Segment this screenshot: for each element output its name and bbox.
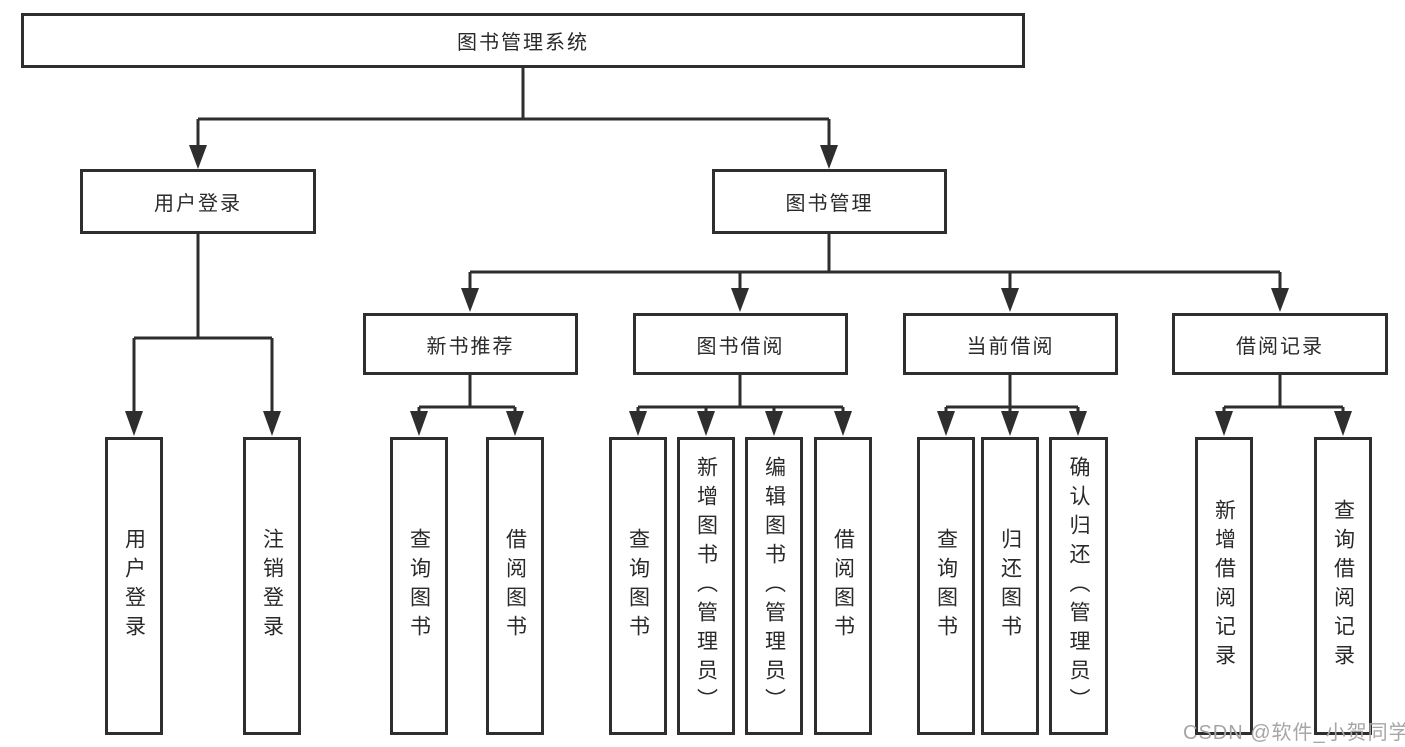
node-user-login-label: 用户登录 bbox=[154, 193, 242, 215]
leaf-query-books-current: 查询图书 bbox=[917, 437, 975, 735]
leaf-borrow-books-recommend-label: 借阅图书 bbox=[503, 528, 527, 644]
leaf-edit-books-admin-label: 编辑图书（管理员） bbox=[762, 455, 786, 717]
leaf-logout-label: 注销登录 bbox=[260, 528, 284, 644]
arrow-down-icon bbox=[697, 411, 715, 436]
node-book-management: 图书管理 bbox=[712, 169, 947, 234]
arrow-down-icon bbox=[1215, 411, 1233, 436]
arrow-down-icon bbox=[1334, 411, 1352, 436]
leaf-return-books: 归还图书 bbox=[981, 437, 1039, 735]
connector-new-book-recommend-to-leaves bbox=[410, 374, 524, 436]
arrow-down-icon bbox=[1001, 411, 1019, 436]
connector-current-borrow-to-leaves bbox=[937, 374, 1087, 436]
connector-user-login-to-leaves bbox=[125, 234, 281, 436]
node-book-management-label: 图书管理 bbox=[785, 193, 874, 215]
leaf-confirm-return-admin-label: 确认归还（管理员） bbox=[1067, 455, 1090, 717]
node-current-borrow-label: 当前借阅 bbox=[966, 335, 1055, 358]
leaf-borrow-books-recommend: 借阅图书 bbox=[486, 437, 544, 735]
arrow-down-icon bbox=[461, 288, 479, 312]
arrow-down-icon bbox=[189, 145, 207, 169]
leaf-query-books-current-label: 查询图书 bbox=[934, 528, 958, 644]
arrow-down-icon bbox=[834, 411, 852, 436]
node-book-borrow-label: 图书借阅 bbox=[696, 335, 785, 358]
connector-book-borrow-to-leaves bbox=[629, 374, 852, 436]
leaf-return-books-label: 归还图书 bbox=[998, 528, 1022, 644]
arrow-down-icon bbox=[263, 411, 281, 436]
leaf-add-borrow-record-label: 新增借阅记录 bbox=[1212, 499, 1236, 673]
leaf-edit-books-admin: 编辑图书（管理员） bbox=[745, 437, 803, 735]
arrow-down-icon bbox=[731, 288, 749, 312]
arrow-down-icon bbox=[410, 411, 428, 436]
connector-book-management-to-level3 bbox=[461, 234, 1289, 312]
leaf-query-borrow-record-label: 查询借阅记录 bbox=[1331, 499, 1355, 673]
node-borrow-records: 借阅记录 bbox=[1172, 313, 1388, 375]
leaf-user-login-label: 用户登录 bbox=[122, 528, 146, 644]
arrow-down-icon bbox=[125, 411, 143, 436]
arrow-down-icon bbox=[1271, 288, 1289, 312]
arrow-down-icon bbox=[1069, 411, 1087, 436]
node-borrow-records-label: 借阅记录 bbox=[1236, 335, 1324, 358]
arrow-down-icon bbox=[820, 145, 838, 169]
arrow-down-icon bbox=[629, 411, 647, 436]
arrow-down-icon bbox=[937, 411, 955, 436]
arrow-down-icon bbox=[506, 411, 524, 436]
leaf-query-borrow-record: 查询借阅记录 bbox=[1314, 437, 1372, 735]
leaf-borrow-books-label: 借阅图书 bbox=[831, 528, 855, 644]
leaf-query-books-borrow-label: 查询图书 bbox=[626, 528, 650, 644]
connector-borrow-records-to-leaves bbox=[1215, 374, 1352, 436]
leaf-query-books-recommend: 查询图书 bbox=[390, 437, 448, 735]
leaf-add-books-admin-label: 新增图书（管理员） bbox=[694, 455, 718, 717]
leaf-add-borrow-record: 新增借阅记录 bbox=[1195, 437, 1253, 735]
csdn-watermark: CSDN @软件_小贺同学 bbox=[1183, 722, 1405, 744]
leaf-borrow-books: 借阅图书 bbox=[814, 437, 872, 735]
node-new-book-recommend-label: 新书推荐 bbox=[426, 335, 515, 358]
node-new-book-recommend: 新书推荐 bbox=[363, 313, 578, 375]
node-book-borrow: 图书借阅 bbox=[633, 313, 848, 375]
leaf-confirm-return-admin: 确认归还（管理员） bbox=[1049, 437, 1108, 735]
node-current-borrow: 当前借阅 bbox=[903, 313, 1118, 375]
arrow-down-icon bbox=[1001, 288, 1019, 312]
leaf-query-books-recommend-label: 查询图书 bbox=[407, 528, 431, 644]
leaf-logout: 注销登录 bbox=[243, 437, 301, 735]
node-root-label: 图书管理系统 bbox=[457, 32, 589, 54]
arrow-down-icon bbox=[765, 411, 783, 436]
leaf-user-login: 用户登录 bbox=[105, 437, 163, 735]
connector-root-to-level2 bbox=[189, 68, 838, 169]
node-user-login: 用户登录 bbox=[80, 169, 316, 234]
leaf-add-books-admin: 新增图书（管理员） bbox=[677, 437, 735, 735]
leaf-query-books-borrow: 查询图书 bbox=[609, 437, 667, 735]
node-root: 图书管理系统 bbox=[21, 13, 1025, 68]
